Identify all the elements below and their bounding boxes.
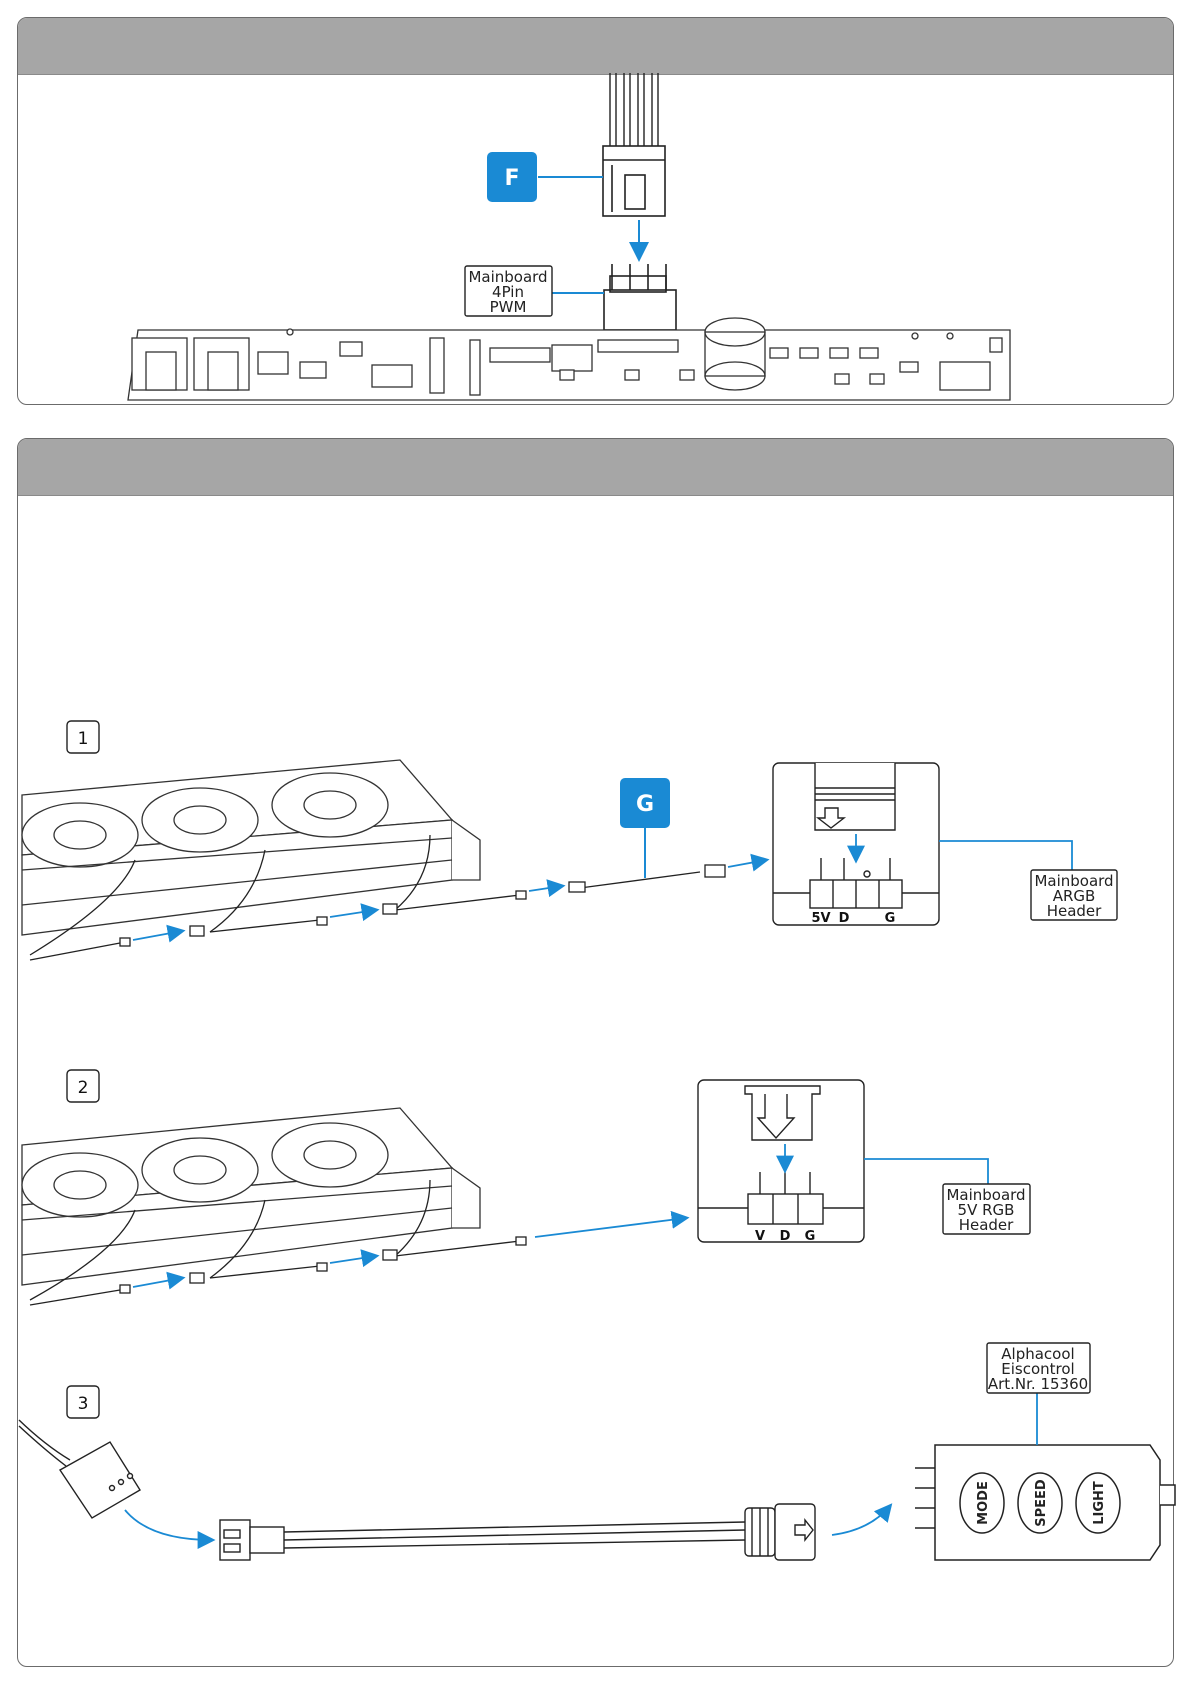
mainboard-4pin-pwm-label: Mainboard 4Pin PWM [465, 266, 552, 316]
step-3: 3 [19, 1343, 1175, 1560]
pin-label: V [755, 1229, 765, 1244]
plug-arrow [125, 1510, 212, 1540]
pin-label: D [839, 911, 850, 926]
controller-arrow [832, 1506, 890, 1535]
badge-g: G [620, 778, 670, 878]
mainboard-illustration [128, 318, 1010, 400]
badge-g-label: G [636, 792, 654, 817]
pin-label: D [780, 1229, 791, 1244]
pwm-fan-plug [603, 146, 665, 216]
label-leader-line [939, 841, 1072, 870]
eiscontrol-adapter-cable [220, 1504, 815, 1560]
fan-cable-bundle [610, 73, 658, 148]
label-leader-line [864, 1159, 988, 1184]
mode-label: MODE [976, 1481, 991, 1525]
speed-label: SPEED [1034, 1479, 1049, 1527]
rgb-header-detail [698, 1080, 864, 1242]
pin-label: 5V [811, 911, 830, 926]
label-line: Header [959, 1216, 1014, 1234]
label-line: Header [1047, 902, 1102, 920]
pin-label: G [885, 911, 896, 926]
badge-f: F [487, 152, 537, 202]
light-label: LIGHT [1092, 1481, 1107, 1525]
mainboard-argb-header-label: Mainboard ARGB Header [1031, 870, 1117, 920]
pwm-header [604, 264, 676, 330]
radiator-fans-illustration [22, 760, 480, 935]
pin-label: G [805, 1229, 816, 1244]
alphacool-eiscontrol-label: Alphacool Eiscontrol Art.Nr. 15360 [987, 1343, 1090, 1393]
step-1: 1 [22, 721, 1117, 960]
rgb-cable-plug [19, 1420, 140, 1518]
pwm-connection-diagram [128, 73, 1010, 400]
badge-f-label: F [504, 166, 519, 191]
step-number: 3 [78, 1394, 89, 1414]
radiator-fans-illustration [22, 1108, 480, 1285]
step-number: 1 [78, 729, 89, 749]
step-number: 2 [78, 1078, 89, 1098]
label-line: PWM [490, 298, 527, 316]
mainboard-5v-rgb-header-label: Mainboard 5V RGB Header [943, 1184, 1030, 1234]
label-line: Art.Nr. 15360 [988, 1375, 1088, 1393]
step-2: 2 [22, 1070, 1030, 1305]
